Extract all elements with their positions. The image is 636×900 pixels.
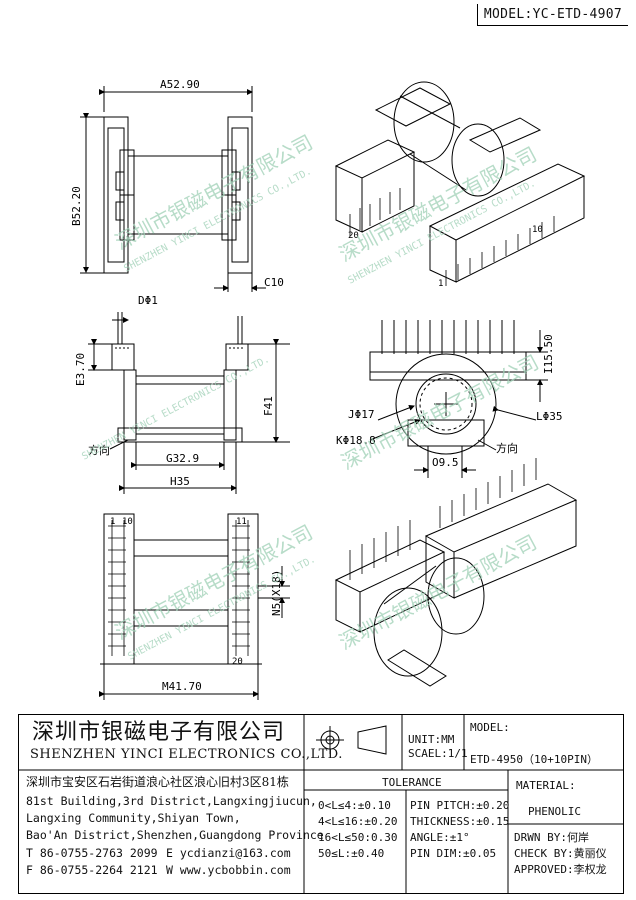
scale-label: SCAEL:1/1 <box>408 747 468 760</box>
dim-n: N5(X18) <box>270 570 283 616</box>
top-view <box>80 86 266 292</box>
unit-label: UNIT:MM <box>408 733 455 746</box>
pin-label-20-bottom: 20 <box>232 657 243 667</box>
dim-f: F41 <box>262 396 275 416</box>
dim-h: H35 <box>170 475 190 488</box>
watermark-cn-1: 深圳市银磁电子有限公司 <box>111 130 317 254</box>
dim-a: A52.90 <box>160 78 200 91</box>
phone-number: T 86-0755-2763 2099 <box>26 846 158 860</box>
technical-drawing: A52.90 B52.20 C10 DΦ1 E3.70 F41 G32.9 H3… <box>70 78 586 700</box>
tolerance-right-1: PIN PITCH:±0.20 <box>410 799 510 812</box>
company-name-cn: 深圳市银磁电子有限公司 <box>32 720 286 745</box>
dim-k: KΦ18.8 <box>336 434 376 447</box>
address-cn: 深圳市宝安区石岩街道浪心社区浪心旧村3区81栋 <box>26 775 289 789</box>
pin-label-11-bottom: 11 <box>236 517 247 527</box>
model-header: MODEL:YC-ETD-4907 <box>476 4 628 26</box>
checked-by: CHECK BY:黄丽仪 <box>514 847 607 860</box>
side-view <box>88 312 290 494</box>
tolerance-title: TOLERANCE <box>382 776 442 789</box>
isometric-view-bottom <box>334 458 578 687</box>
section-view <box>369 320 548 478</box>
direction-label-right: 方向 <box>496 441 518 455</box>
material-label: MATERIAL: <box>516 779 576 792</box>
direction-label-left: 方向 <box>88 443 110 457</box>
pin-label-1-bottom: 1 <box>110 517 115 527</box>
approved-by: APPROVED:李权龙 <box>514 863 607 876</box>
drawn-by: DRWN BY:何岸 <box>514 831 589 844</box>
tolerance-left-1: 0<L≤4:±0.10 <box>318 799 391 812</box>
address-en-line-1: 81st Building,3rd District,Langxingjiucu… <box>26 794 317 808</box>
email-address: E ycdianzi@163.com <box>166 846 291 860</box>
tolerance-right-3: ANGLE:±1° <box>410 831 470 844</box>
model-label: MODEL: <box>470 721 510 734</box>
tolerance-right-4: PIN DIM:±0.05 <box>410 847 497 860</box>
dim-b: B52.20 <box>70 186 83 226</box>
website-url: W www.ycbobbin.com <box>166 863 291 877</box>
pin-view <box>99 513 290 700</box>
pin-label-1-top: 1 <box>438 279 443 289</box>
dim-c: C10 <box>264 276 284 289</box>
model-value: ETD-4950（10+10PIN） <box>470 753 598 766</box>
pin-label-10-bottom: 10 <box>122 517 133 527</box>
dim-g: G32.9 <box>166 452 199 465</box>
title-block-frame <box>18 714 624 894</box>
dim-o: O9.5 <box>432 456 459 469</box>
pin-label-10-top: 10 <box>532 225 543 235</box>
address-en-line-3: Bao'An District,Shenzhen,Guangdong Provi… <box>26 828 324 842</box>
address-en-line-2: Langxing Community,Shiyan Town, <box>26 811 241 825</box>
dimension-labels: A52.90 B52.20 C10 DΦ1 E3.70 F41 G32.9 H3… <box>70 78 563 693</box>
fax-number: F 86-0755-2264 2121 <box>26 863 158 877</box>
tolerance-right-2: THICKNESS:±0.15 <box>410 815 510 828</box>
dim-j: JΦ17 <box>348 408 375 421</box>
tolerance-left-2: 4<L≤16:±0.20 <box>318 815 398 828</box>
material-value: PHENOLIC <box>528 805 581 818</box>
dim-i: I15.50 <box>542 334 555 374</box>
pin-label-20-top: 20 <box>348 231 359 241</box>
tolerance-left-4: 50≤L:±0.40 <box>318 847 385 860</box>
isometric-view-top <box>334 81 586 286</box>
company-name-en: SHENZHEN YINCI ELECTRONICS CO.,LTD. <box>30 747 343 762</box>
dim-e: E3.70 <box>74 353 87 386</box>
watermark-group: 深圳市银磁电子有限公司 SHENZHEN YINCI ELECTRONICS C… <box>80 130 542 663</box>
dim-l: LΦ35 <box>536 410 563 423</box>
tolerance-left-3: 16<L≤50:0.30 <box>318 831 398 844</box>
watermark-cn-2: 深圳市银磁电子有限公司 <box>335 142 541 266</box>
dim-d: DΦ1 <box>138 294 158 307</box>
title-block: 深圳市银磁电子有限公司 SHENZHEN YINCI ELECTRONICS C… <box>18 714 624 894</box>
dim-m: M41.70 <box>162 680 202 693</box>
